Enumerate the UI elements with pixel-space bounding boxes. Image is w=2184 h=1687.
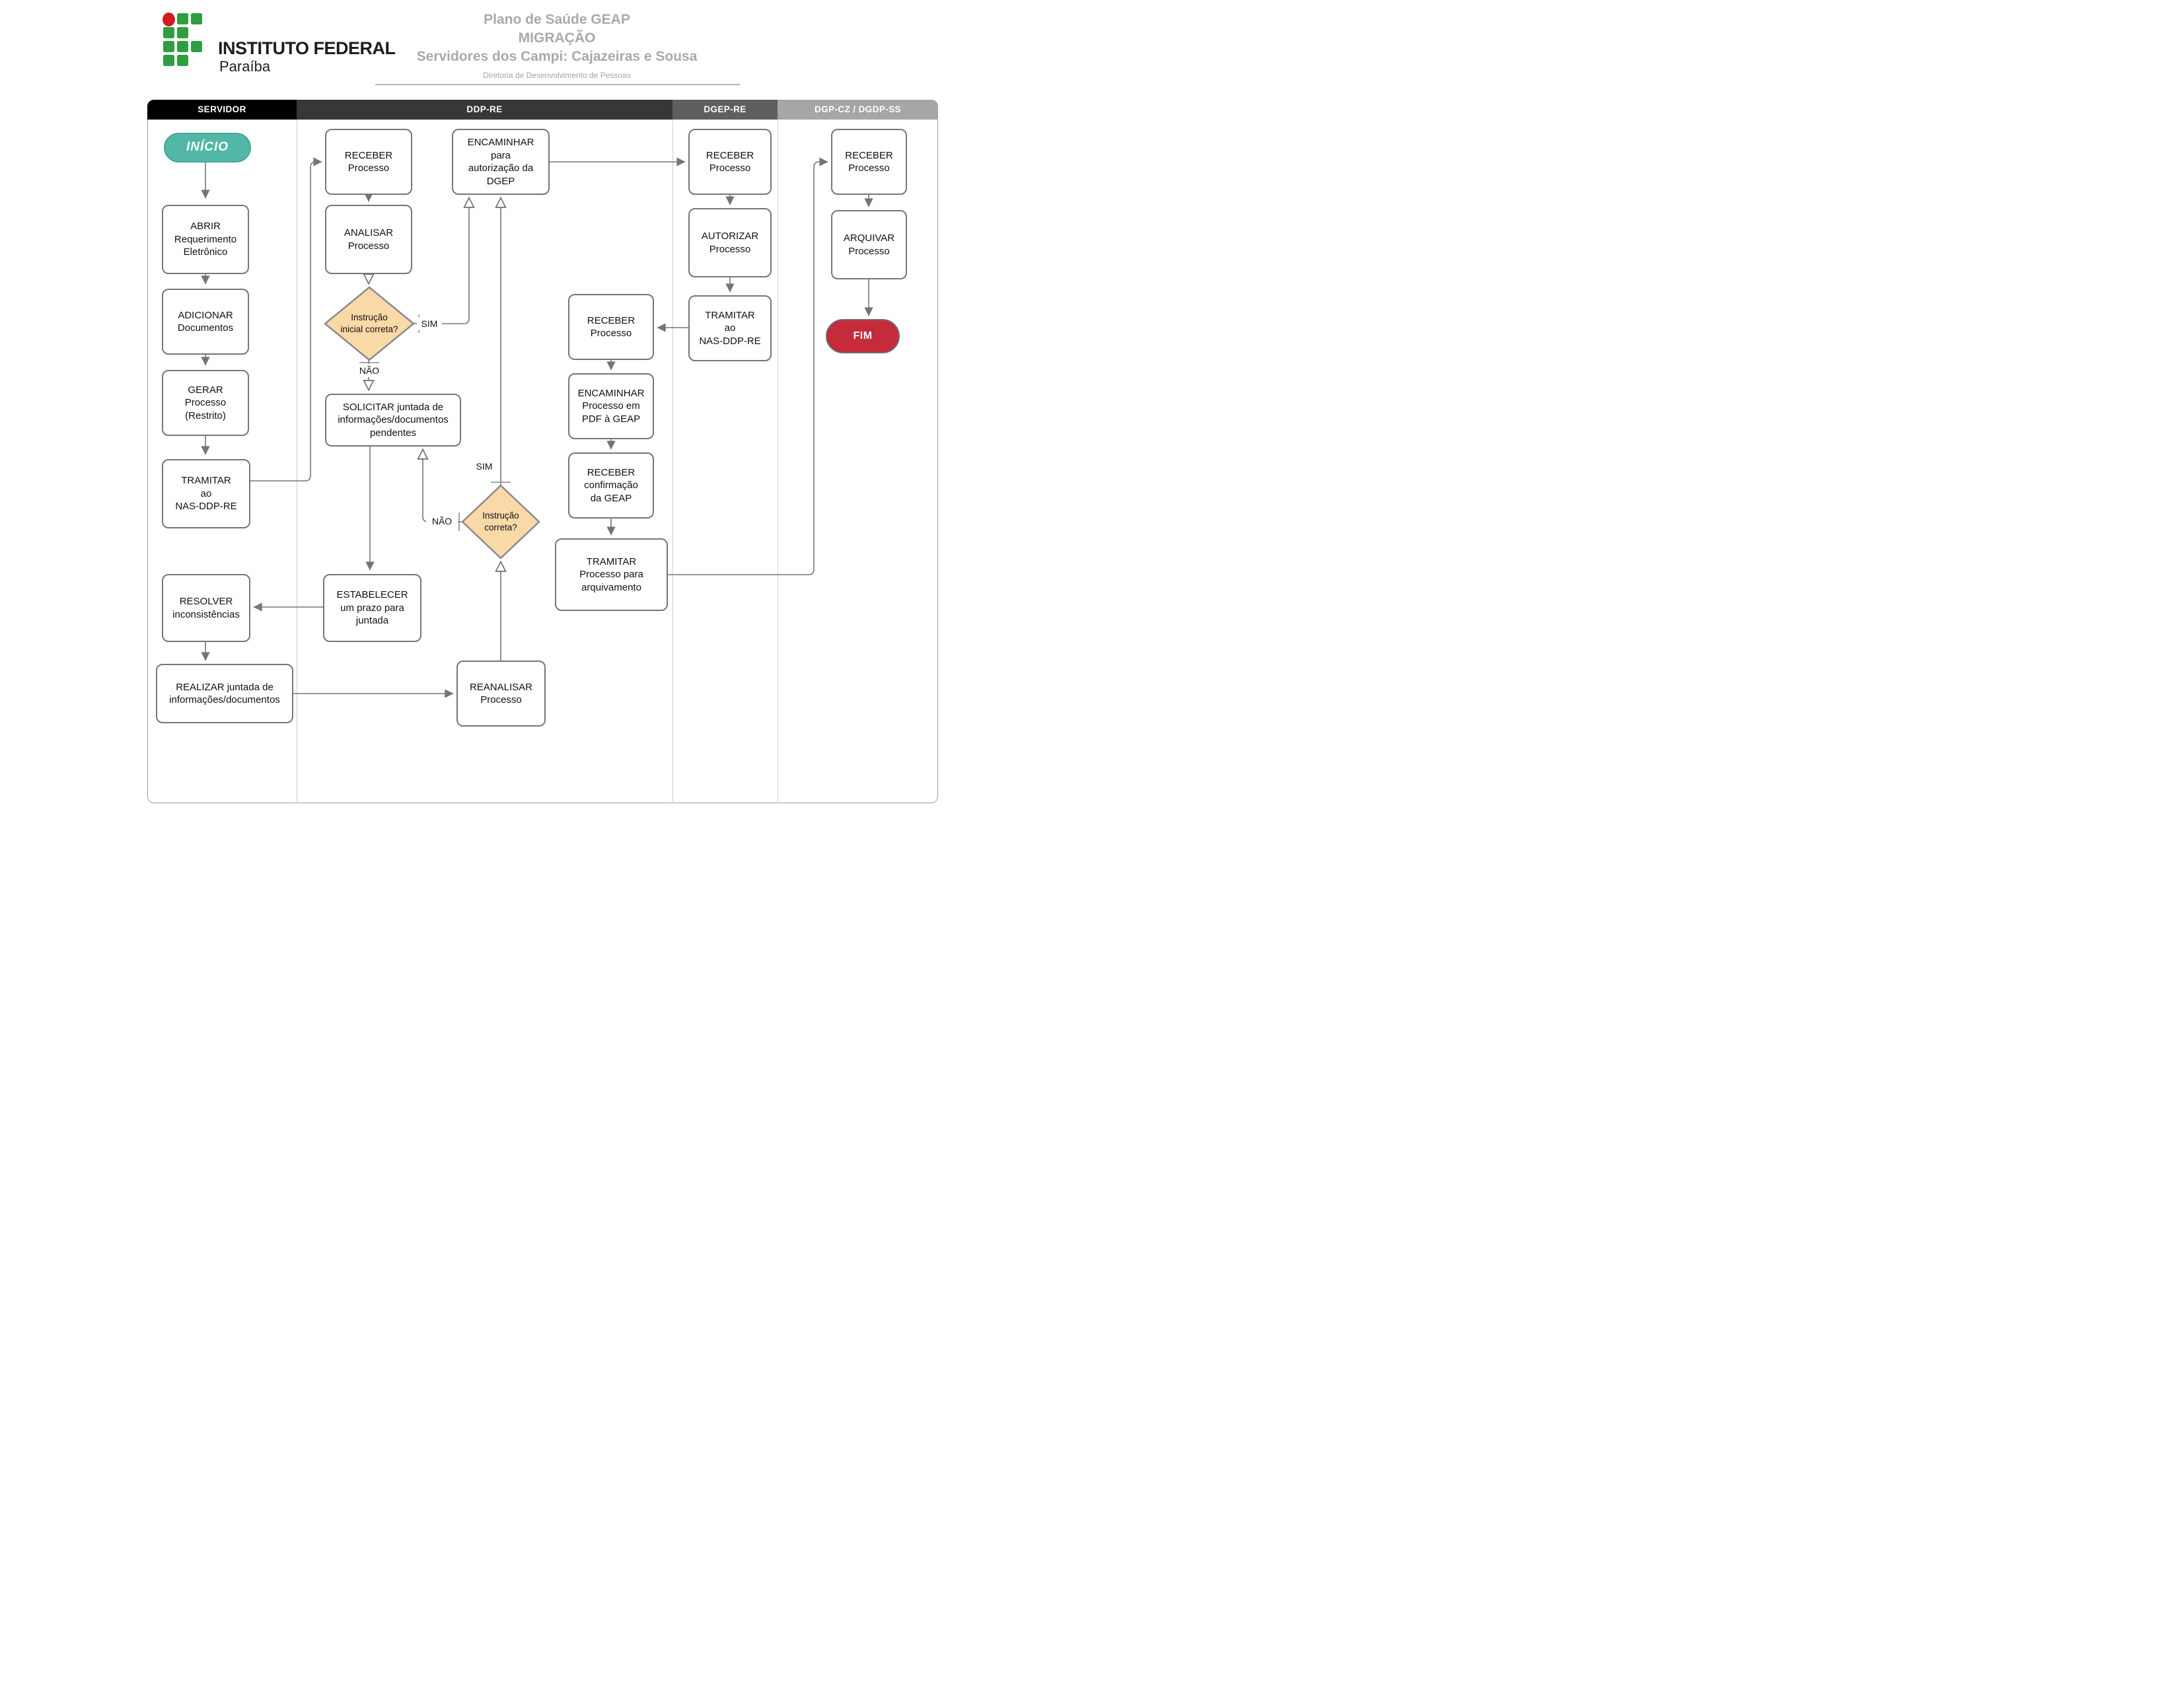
node-arquivar-processo: ARQUIVAR Processo [831,210,907,279]
node-abrir-requerimento: ABRIR Requerimento Eletrônico [162,205,249,274]
page-subtitle: Diretoria de Desenvolvimento de Pessoas [483,70,631,80]
node-autorizar-processo: AUTORIZAR Processo [688,208,772,277]
node-encaminhar-pdf-geap: ENCAMINHAR Processo em PDF à GEAP [568,373,654,439]
node-receber-confirmacao-geap: RECEBER confirmação da GEAP [568,452,654,519]
logo-square-icon [163,55,174,66]
title-line-3: Servidores dos Campi: Cajazeiras e Sousa [416,48,698,64]
node-receber-processo-ddp2: RECEBER Processo [568,294,654,360]
lane-header-dgep-re: DGEP-RE [673,100,778,120]
edge-label-sim-2: SIM [470,460,498,473]
lane-header-servidor: SERVIDOR [147,100,297,120]
node-tramitar-arquivamento: TRAMITAR Processo para arquivamento [555,538,668,611]
flowchart-page: INSTITUTO FEDERAL Paraíba Plano de Saúde… [0,0,1092,844]
lane-header-ddp-re: DDP-RE [297,100,673,120]
end-node: FIM [826,319,900,353]
lane-header-dgp-cz-dgdp-ss: DGP-CZ / DGDP-SS [778,100,938,120]
logo-square-icon [191,13,202,24]
node-realizar-juntada: REALIZAR juntada de informações/document… [156,664,293,723]
node-tramitar-nas-servidor: TRAMITAR ao NAS-DDP-RE [162,459,250,528]
edge-label-nao-1: NÃO [354,364,384,377]
node-receber-processo-dgp: RECEBER Processo [831,129,907,195]
decision-instrucao-correta: Instrução correta? [482,511,519,532]
node-resolver-inconsistencias: RESOLVER inconsistências [162,574,250,642]
logo-red-dot-icon [163,13,175,26]
node-gerar-processo: GERAR Processo (Restrito) [162,370,249,436]
decision-instrucao-inicial-correta: Instrução inicial correta? [340,312,398,334]
logo-square-icon [177,13,188,24]
title-line-2: MIGRAÇÃO [518,30,596,46]
title-underline [375,84,740,85]
node-reanalisar-processo: REANALISAR Processo [456,661,546,727]
node-solicitar-juntada: SOLICITAR juntada de informações/documen… [325,394,461,447]
title-line-1: Plano de Saúde GEAP [484,12,630,27]
logo-campus-text: Paraíba [219,58,271,75]
node-adicionar-documentos: ADICIONAR Documentos [162,289,249,355]
node-encaminhar-autorizacao-dgep: ENCAMINHAR para autorização da DGEP [452,129,550,195]
logo-square-icon [191,41,202,52]
logo-square-icon [177,41,188,52]
logo-square-icon [163,27,174,38]
page-title: Plano de Saúde GEAP MIGRAÇÃO Servidores … [359,11,755,80]
logo-square-icon [163,41,174,52]
node-receber-processo-ddp: RECEBER Processo [325,129,412,195]
node-receber-processo-dgep: RECEBER Processo [688,129,772,195]
edge-label-nao-2: NÃO [426,515,458,528]
node-tramitar-nas-dgep: TRAMITAR ao NAS-DDP-RE [688,295,772,361]
node-analisar-processo: ANALISAR Processo [325,205,412,274]
logo-square-icon [177,27,188,38]
edge-label-sim-1: SIM [417,317,442,330]
logo-square-icon [177,55,188,66]
logo-institution-text: INSTITUTO FEDERAL [218,38,396,58]
start-node: INÍCIO [164,133,251,162]
node-estabelecer-prazo: ESTABELECER um prazo para juntada [323,574,421,642]
